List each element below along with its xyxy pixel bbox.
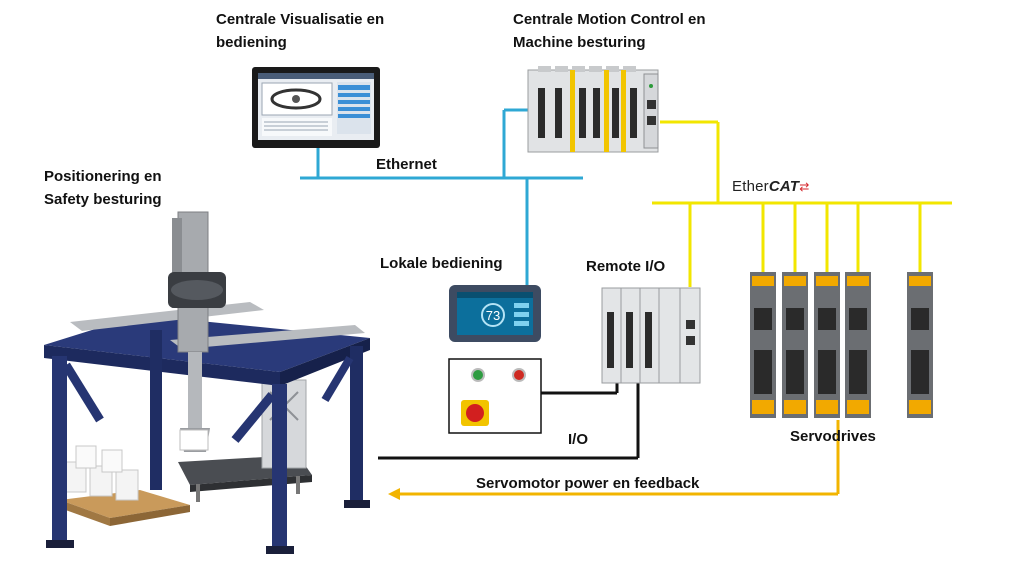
servodrive-5: [907, 272, 933, 418]
servodrive-4: [845, 272, 871, 418]
local-control-label: Lokale bediening: [380, 255, 503, 272]
positioning-label-line1: Positionering en: [44, 168, 162, 185]
motion-control-label-line2: Machine besturing: [513, 34, 646, 51]
servomotor-power-line: [388, 420, 840, 500]
ethernet-label: Ethernet: [376, 156, 437, 173]
ethercat-network: [652, 120, 952, 287]
local-hmi-panel: [449, 285, 541, 342]
gantry-machine: [44, 211, 370, 554]
central-visualisation-label-line1: Centrale Visualisatie en: [216, 11, 385, 28]
servodrives-label: Servodrives: [790, 428, 876, 445]
button-box: [448, 358, 542, 434]
ethernet-network: [300, 108, 583, 285]
remote-io-label: Remote I/O: [586, 258, 666, 275]
hmi-display-value: 73: [486, 308, 500, 323]
motion-control-label-line1: Centrale Motion Control en: [513, 11, 706, 28]
io-wiring: [378, 383, 640, 460]
start-button-icon: [473, 370, 483, 380]
servodrive-1: [750, 272, 776, 418]
emergency-stop-icon: [466, 404, 484, 422]
central-visualisation-label-line2: bediening: [216, 34, 287, 51]
remote-io-modules: [601, 287, 701, 384]
ethercat-suffix: CAT: [768, 178, 800, 195]
central-hmi-monitor: [252, 67, 380, 148]
positioning-label-line2: Safety besturing: [44, 191, 162, 208]
servomotor-label: Servomotor power en feedback: [476, 475, 700, 492]
io-label: I/O: [568, 431, 589, 448]
ethercat-prefix: Ether: [732, 178, 769, 195]
ethercat-logo: EtherCAT⇄: [732, 178, 809, 195]
ethercat-arrows-icon: ⇄: [799, 180, 810, 194]
stop-button-icon: [514, 370, 524, 380]
servodrive-2: [782, 272, 808, 418]
motion-controller: [527, 66, 659, 153]
servodrive-3: [814, 272, 840, 418]
